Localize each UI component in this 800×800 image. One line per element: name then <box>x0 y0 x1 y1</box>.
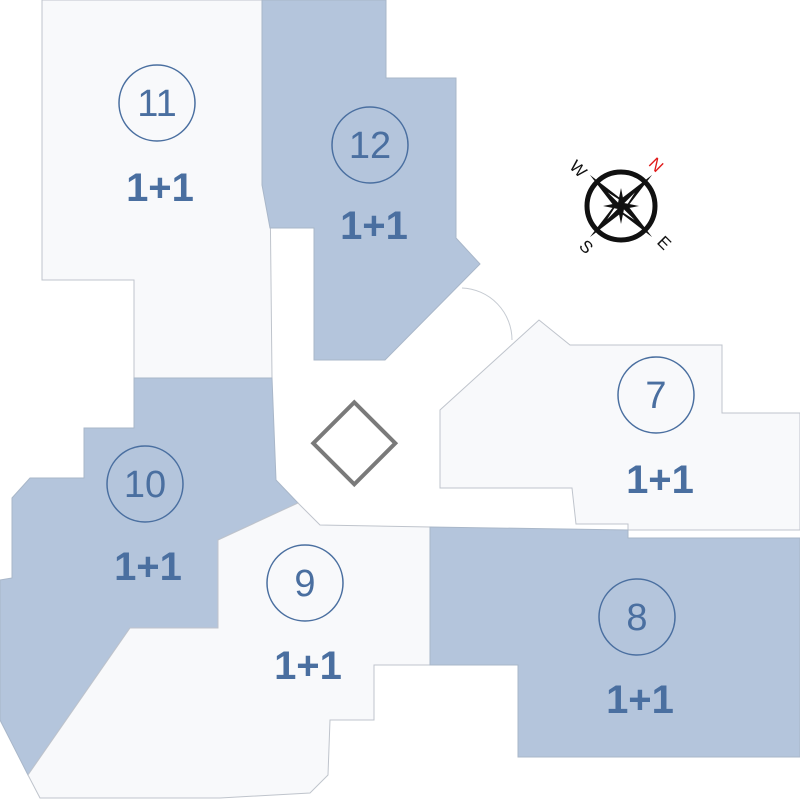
compass-north-label: N <box>645 154 667 176</box>
unit-12[interactable]: 12 1+1 <box>261 0 481 361</box>
unit-7-number: 7 <box>645 375 666 417</box>
compass-ring <box>584 169 658 243</box>
door-swing-arc <box>461 287 513 341</box>
core-diamond-marker <box>310 399 399 488</box>
unit-12-number: 12 <box>349 125 391 167</box>
unit-8-area[interactable] <box>429 526 800 758</box>
unit-7-number-ring <box>617 356 695 434</box>
unit-9[interactable]: 9 1+1 <box>27 502 431 799</box>
unit-12-number-ring <box>331 106 409 184</box>
compass-south-label: S <box>575 236 596 257</box>
unit-7[interactable]: 7 1+1 <box>439 319 800 531</box>
unit-11-number: 11 <box>137 83 176 125</box>
unit-9-number-ring <box>266 544 344 622</box>
unit-11[interactable]: 11 1+1 <box>41 0 273 379</box>
compass-east-label: E <box>653 232 674 253</box>
unit-10-type: 1+1 <box>114 545 182 589</box>
unit-11-number-ring <box>118 64 196 142</box>
unit-8-type: 1+1 <box>606 678 674 722</box>
unit-7-area[interactable] <box>439 319 800 531</box>
unit-10-area[interactable] <box>0 377 299 776</box>
unit-12-type: 1+1 <box>340 204 408 248</box>
unit-10-number-ring <box>106 445 184 523</box>
unit-8[interactable]: 8 1+1 <box>429 526 800 758</box>
unit-8-number-ring <box>598 578 676 656</box>
unit-9-type: 1+1 <box>274 644 342 688</box>
unit-9-number: 9 <box>294 563 315 605</box>
compass-rose: N S E W <box>566 154 675 258</box>
unit-7-type: 1+1 <box>626 458 694 502</box>
unit-10-number: 10 <box>124 464 166 506</box>
unit-10[interactable]: 10 1+1 <box>0 377 299 776</box>
unit-8-number: 8 <box>626 597 647 639</box>
unit-12-area[interactable] <box>261 0 481 361</box>
compass-west-label: W <box>566 157 591 182</box>
unit-11-type: 1+1 <box>126 166 194 210</box>
